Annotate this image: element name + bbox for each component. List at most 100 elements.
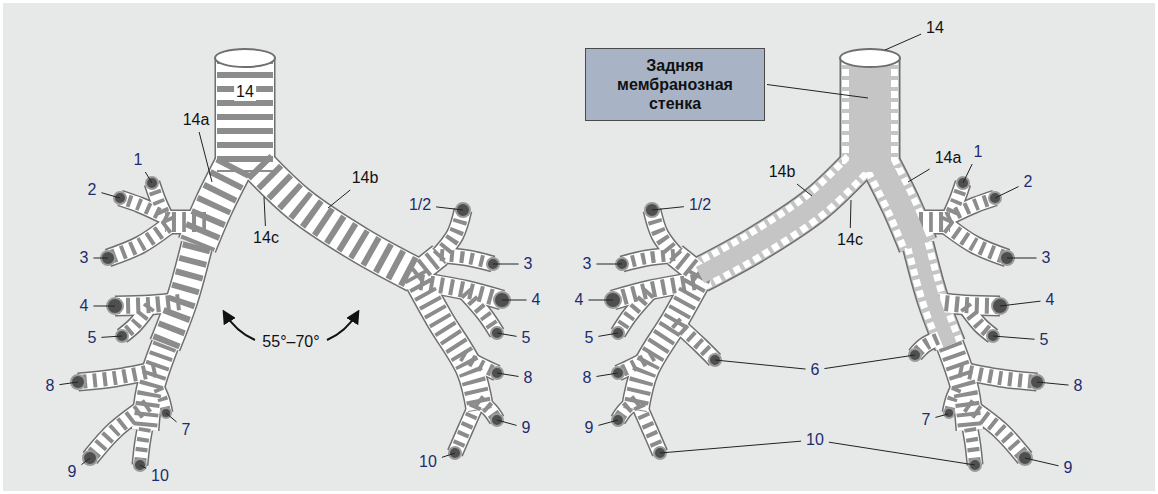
bronchus-body [258,165,415,275]
leader-line [1000,301,1041,306]
leader-line [497,373,519,376]
callout-number: 10 [149,467,171,485]
bronchus-body [455,405,476,453]
callout-number: 3 [1040,249,1053,267]
callout-number: 10 [804,431,826,449]
bronchus-body [108,226,168,258]
structure-label: 14a [933,149,964,167]
bronchus-wall [881,165,918,245]
callout-number: 9 [1062,459,1075,477]
bronchus-lumen [944,408,954,418]
cartilage-rings [78,58,502,465]
callout-number: 9 [583,419,596,437]
cartilage-ring [881,165,918,245]
cartilage-ring [415,255,440,275]
callout-number: 8 [522,369,535,387]
membranous-strip [918,245,950,345]
callout-number: 7 [920,411,933,429]
membranous-strip [881,165,918,245]
cartilage-ring [918,245,950,345]
bronchus-body [700,165,857,275]
leader-line [497,333,517,336]
leader-line [166,413,177,422]
cartilage-ring [959,370,1037,382]
cartilage-ring [455,405,476,453]
leader-line [995,187,1019,198]
cartilage-ring [675,255,700,275]
leader-line [328,190,350,208]
cartilage-ring [440,255,493,264]
callout-number: 3 [522,255,535,273]
leader-line [797,184,812,196]
bronchus-openings [71,177,510,471]
bronchus-body [639,405,660,453]
bronchus-wall [959,370,1037,382]
membranous-strip [849,58,891,172]
structure-label: 14 [924,19,946,37]
leader-line [908,169,930,182]
bronchus-wall [215,58,276,172]
callout-number: 3 [581,255,594,273]
cartilage-ring [258,165,415,275]
cartilage-ring [108,226,168,258]
leader-line [497,420,517,425]
bronchus-body [78,370,156,382]
bronchus-wall [108,226,168,258]
leader-line [93,258,108,259]
leader-line [596,264,622,265]
bronchus-body [947,226,1007,258]
bronchus-body [216,58,274,172]
cartilage-ring [947,226,1007,258]
callout-number: 5 [86,329,99,347]
callout-number: 8 [1072,377,1085,395]
membranous-strip [700,165,857,275]
structure-label: 14b [767,163,798,181]
callout-number: 5 [1038,331,1051,349]
trachea-opening [215,49,275,67]
callout-number: 1 [132,151,145,169]
leader-line [101,336,122,337]
callout-number: 1/2 [687,196,713,214]
callout-number: 3 [78,249,91,267]
cartilage-ring [700,165,857,275]
leader-line [493,264,519,265]
leader-line [436,207,463,210]
bronchus-wall [197,165,234,245]
leader-lines [59,34,1068,468]
cartilage-ring [675,322,715,360]
leader-line [81,458,90,465]
bronchus-wall [258,165,415,275]
leader-line [885,34,921,50]
leader-line [652,207,684,210]
cartilage-ring [165,212,206,232]
leader-line [199,132,212,182]
cartilage-ring [165,245,197,345]
leader-line [598,420,618,425]
bronchus-openings [605,177,1044,471]
leader-line [93,306,115,307]
leader-line [145,172,152,183]
cartilage-ring [618,292,650,333]
bronchus-wall [675,322,715,360]
callout-number: 4 [573,291,586,309]
leader-line [442,453,455,457]
leader-line [850,200,852,228]
cartilage-ring [842,58,898,172]
box-text: Задняя мембранозная стенка [594,56,756,113]
bronchus-body [440,255,493,264]
callout-number: 9 [66,463,79,481]
bronchus-body [415,255,440,275]
bronchus-wall [918,245,950,345]
callout-number: 5 [520,329,533,347]
callout-number: 8 [44,377,57,395]
cartilage-ring [120,198,168,218]
bronchus-body [959,370,1037,382]
leader-line [993,336,1035,339]
callout-number: 6 [809,361,822,379]
bronchus-lumen [134,459,146,471]
bronchus-wall [622,255,675,264]
callout-number: 5 [583,329,596,347]
leader-line [1025,458,1059,466]
cartilage-ring [622,255,675,264]
leader-line [715,360,806,369]
